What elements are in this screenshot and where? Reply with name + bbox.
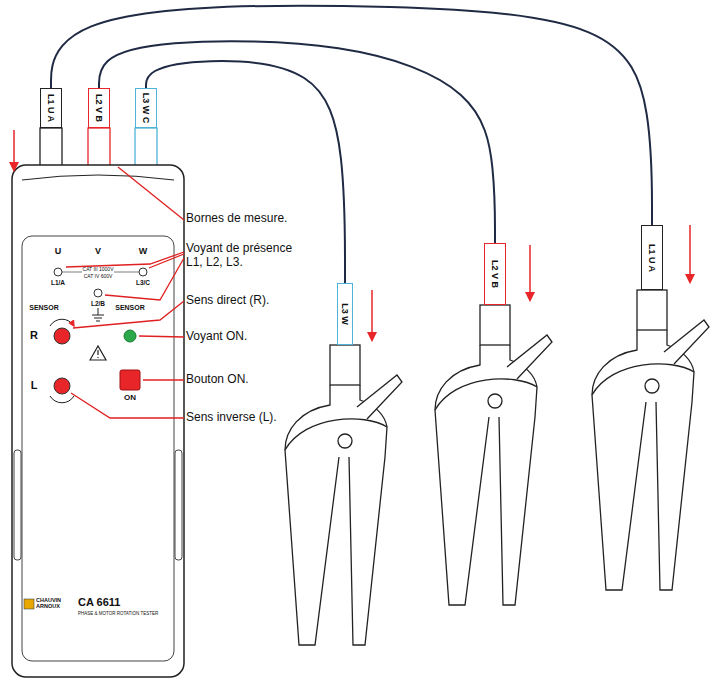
arrow xyxy=(13,130,15,170)
arrow xyxy=(371,290,373,340)
arrow xyxy=(689,225,691,282)
callout-text: Voyant de présence L1, L2, L3. xyxy=(186,242,308,270)
plug xyxy=(40,128,62,166)
light-label: L3/C xyxy=(136,279,150,286)
lead-sleeve: L3 W xyxy=(337,283,353,345)
presence-light xyxy=(139,268,147,276)
arrow xyxy=(529,245,531,300)
direct-button xyxy=(54,328,70,344)
crocodile-clip xyxy=(435,305,552,605)
sensor-label: SENSOR xyxy=(115,304,145,312)
lead-sleeve: L1 U A xyxy=(641,225,663,290)
light-label: L2/B xyxy=(91,300,105,307)
logo-mark xyxy=(24,599,34,609)
button-letter: L xyxy=(31,379,38,392)
light-label: L1/A xyxy=(51,279,65,286)
callout-text: Voyant ON. xyxy=(186,330,247,344)
warning-triangle xyxy=(90,346,106,360)
lead-sleeve: L3 W C xyxy=(135,88,157,128)
rating-text: CAT IV 600V xyxy=(84,274,113,280)
on-light xyxy=(124,330,136,342)
callout-text: Sens inverse (L). xyxy=(186,411,277,425)
phase-letter: U xyxy=(55,246,62,256)
brand-name: CHAUVIN ARNOUX xyxy=(36,597,68,610)
button-letter: R xyxy=(30,329,38,342)
lead-marking: L3 W C xyxy=(141,93,151,124)
button-label: ON xyxy=(124,393,136,402)
tester-housing xyxy=(12,165,184,677)
housing-ridge xyxy=(22,175,174,180)
callout-text: Bouton ON. xyxy=(186,373,249,387)
presence-light xyxy=(54,268,62,276)
lead-marking: L1 U A xyxy=(647,243,657,271)
model-subtitle: PHASE & MOTOR ROTATION TESTER xyxy=(78,611,158,616)
phase-letter: V xyxy=(95,246,101,256)
presence-light xyxy=(94,289,102,297)
leader-lines xyxy=(66,167,184,418)
lead-marking: L3 W xyxy=(340,303,350,325)
callout-text: Bornes de mesure. xyxy=(186,212,287,226)
plug xyxy=(88,128,110,166)
lead-sleeve: L2 V B xyxy=(484,243,506,305)
grip xyxy=(14,450,21,560)
rating-text: CAT III 1000V xyxy=(83,267,114,273)
reverse-button xyxy=(54,378,70,394)
lead-sleeve: L2 V B xyxy=(88,88,110,128)
crocodile-clip xyxy=(285,345,402,645)
phase-letter: W xyxy=(139,246,148,256)
lead-marking: L1 U A xyxy=(46,94,56,122)
crocodile-clip xyxy=(592,290,709,590)
symbol xyxy=(92,308,104,321)
plug xyxy=(135,128,157,166)
lead-marking: L2 V B xyxy=(490,260,500,288)
lead-sleeve: L1 U A xyxy=(40,88,62,128)
model-name: CA 6611 xyxy=(78,596,120,609)
callout-text: Sens direct (R). xyxy=(186,294,269,308)
lead-marking: L2 V B xyxy=(94,94,104,122)
on-button xyxy=(120,370,140,390)
sensor-label: SENSOR xyxy=(29,304,59,312)
grip xyxy=(175,450,182,560)
